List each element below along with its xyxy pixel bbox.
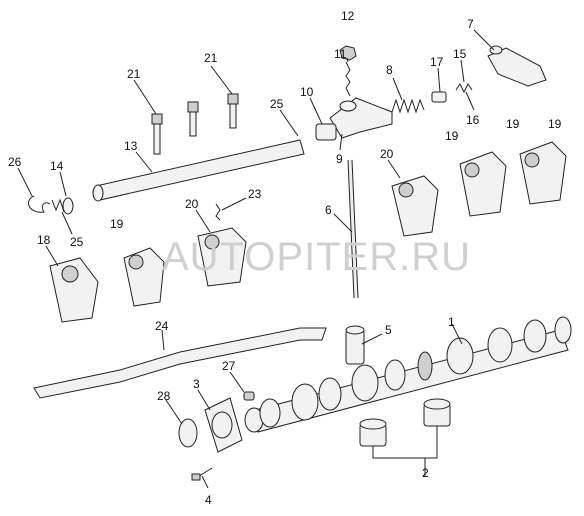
support-19-front (123, 247, 165, 307)
rocker-shaft (92, 139, 305, 202)
leader-lines (17, 29, 495, 489)
callout-20a: 20 (185, 197, 199, 211)
callout-16: 16 (466, 113, 480, 127)
camshaft-bushings (359, 398, 451, 468)
callout-6: 6 (325, 203, 332, 217)
callout-7: 7 (467, 17, 474, 31)
callout-2: 2 (422, 466, 429, 480)
callout-11: 11 (334, 47, 347, 61)
support-bolt-right (227, 93, 239, 129)
callout-23: 23 (248, 187, 262, 201)
tappet (345, 325, 365, 365)
callout-8: 8 (386, 63, 393, 77)
callout-18: 18 (37, 233, 51, 247)
support-19-rear-b (519, 141, 567, 205)
callout-21a: 21 (127, 67, 141, 81)
callout-13: 13 (124, 139, 138, 153)
callout-27: 27 (222, 359, 236, 373)
rocker-arm-rear (487, 45, 547, 87)
callout-26: 26 (8, 155, 22, 169)
callout-17: 17 (430, 55, 444, 69)
small-spring (455, 83, 473, 94)
callout-25b: 25 (70, 235, 84, 249)
camshaft (244, 316, 572, 433)
callout-9: 9 (336, 152, 343, 166)
support-20-rear (391, 175, 439, 237)
thrust-washer (178, 418, 198, 448)
set-screw (215, 203, 221, 221)
woodruff-key (243, 391, 255, 401)
callout-numbers: 1 2 3 4 5 6 7 8 9 10 11 12 13 14 15 16 1… (8, 9, 562, 507)
end-washer (62, 197, 74, 215)
support-bolt-left (151, 113, 163, 155)
lock-nut (339, 45, 357, 61)
callout-5: 5 (385, 323, 392, 337)
end-spring (51, 198, 65, 213)
callout-1: 1 (448, 315, 455, 329)
callout-14: 14 (50, 159, 64, 173)
callout-12: 12 (341, 9, 355, 23)
push-rod (347, 159, 359, 299)
rocker-arm-front (329, 97, 393, 139)
callout-24: 24 (155, 319, 169, 333)
callout-15: 15 (453, 47, 467, 61)
adjusting-screw (345, 61, 351, 97)
spacer-17 (431, 91, 447, 103)
callout-10: 10 (300, 85, 314, 99)
callout-20b: 20 (380, 147, 394, 161)
support-19-rear-a (459, 151, 507, 217)
spacer-10 (315, 123, 337, 141)
thrust-plate (204, 397, 243, 453)
callout-3: 3 (193, 377, 200, 391)
callout-19b: 19 (445, 129, 459, 143)
gasket (33, 327, 327, 399)
callout-21b: 21 (204, 51, 218, 65)
callout-25a: 25 (270, 97, 284, 111)
support-bolt-mid (187, 101, 199, 137)
thrust-bolt (191, 467, 213, 481)
support-18 (49, 257, 99, 323)
callout-28: 28 (157, 389, 171, 403)
callout-19d: 19 (548, 117, 562, 131)
callout-4: 4 (205, 493, 212, 507)
callout-19a: 19 (110, 217, 124, 231)
watermark: AUTOPITER.RU (162, 235, 471, 279)
rocker-spring (391, 98, 425, 114)
support-20-front (197, 227, 247, 287)
end-clip (28, 195, 51, 213)
callout-19c: 19 (506, 117, 520, 131)
